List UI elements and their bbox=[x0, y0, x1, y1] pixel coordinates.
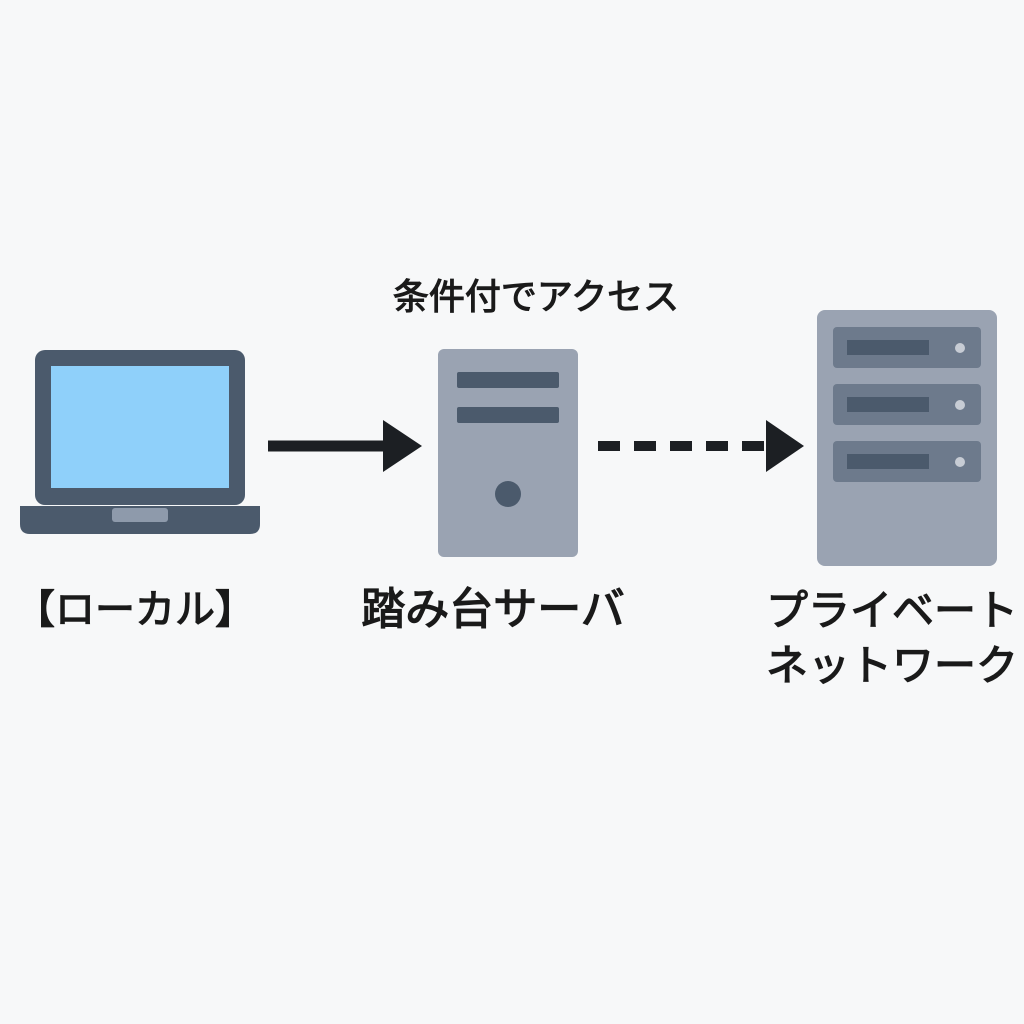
rack-body bbox=[817, 310, 997, 566]
rack-unit-2-slot bbox=[847, 397, 929, 412]
rack-unit-3-slot bbox=[847, 454, 929, 469]
local-label: 【ローカル】 bbox=[15, 587, 255, 633]
laptop-screen bbox=[51, 366, 229, 488]
tower-power-button bbox=[495, 481, 521, 507]
tower-slot-2 bbox=[457, 407, 559, 423]
solid-arrow-head bbox=[383, 420, 422, 472]
rack-unit-3-led bbox=[955, 457, 965, 467]
solid-arrow bbox=[268, 420, 422, 472]
laptop-icon bbox=[20, 350, 260, 534]
access-condition-label: 条件付でアクセス bbox=[392, 277, 680, 318]
private-network-label: プライベート ネットワーク bbox=[760, 584, 1024, 693]
rack-unit-1-slot bbox=[847, 340, 929, 355]
private-network-label-line-2: ネットワーク bbox=[765, 640, 1018, 690]
rack-unit-2-led bbox=[955, 400, 965, 410]
bastion-server-label: 踏み台サーバ bbox=[361, 584, 625, 635]
tower-server-icon bbox=[438, 349, 578, 557]
dashed-arrow-head bbox=[766, 420, 804, 472]
tower-slot-1 bbox=[457, 372, 559, 388]
rack-server-icon bbox=[817, 310, 997, 566]
private-network-label-line-1: プライベート bbox=[765, 586, 1018, 635]
rack-unit-1-led bbox=[955, 343, 965, 353]
tower-body bbox=[438, 349, 578, 557]
laptop-trackpad-notch bbox=[112, 508, 168, 522]
dashed-arrow bbox=[598, 420, 804, 472]
